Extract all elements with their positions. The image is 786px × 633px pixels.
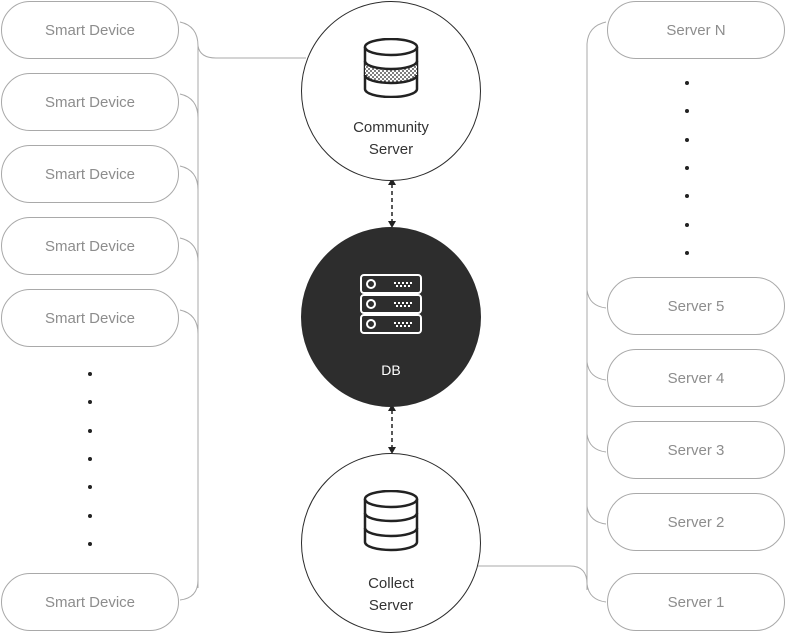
- smart-device-label: Smart Device: [44, 309, 136, 327]
- database-cylinder-icon: [362, 489, 420, 557]
- smart-device-label: Smart Device: [44, 21, 136, 39]
- ellipsis-dot: [88, 457, 92, 461]
- ellipsis-dot: [685, 251, 689, 255]
- server-rack-icon: [360, 274, 422, 341]
- smart-device-node: Smart Device: [1, 573, 179, 631]
- community-server-node: Community Server: [301, 1, 481, 181]
- server-node: Server N: [607, 1, 785, 59]
- left-connector-2: [179, 93, 199, 119]
- server-node: Server 3: [607, 421, 785, 479]
- right-connector-1: [586, 583, 607, 603]
- server-label: Server 1: [667, 593, 725, 611]
- ellipsis-dot: [88, 485, 92, 489]
- right-connector-4: [586, 361, 607, 381]
- smart-device-node: Smart Device: [1, 289, 179, 347]
- smart-device-node: Smart Device: [1, 73, 179, 131]
- community-server-label: Community Server: [353, 119, 429, 158]
- collect-server-label: Collect Server: [368, 575, 414, 614]
- right-connector-3: [586, 433, 607, 453]
- ellipsis-dot: [685, 194, 689, 198]
- ellipsis-dot: [88, 429, 92, 433]
- server-label: Server N: [666, 21, 726, 39]
- server-label: Server 4: [667, 369, 725, 387]
- collect-to-right-line: [478, 565, 588, 585]
- smart-device-label: Smart Device: [44, 165, 136, 183]
- ellipsis-dot: [685, 109, 689, 113]
- right-connector-5: [586, 289, 607, 309]
- server-node: Server 5: [607, 277, 785, 335]
- left-connector-5: [179, 309, 199, 335]
- server-node: Server 4: [607, 349, 785, 407]
- db-label: DB: [381, 362, 401, 378]
- server-label: Server 5: [667, 297, 725, 315]
- left-connector-4: [179, 237, 199, 263]
- smart-device-label: Smart Device: [44, 237, 136, 255]
- ellipsis-dot: [88, 514, 92, 518]
- left-connector-1: [179, 21, 199, 47]
- right-connector-n: [586, 21, 607, 45]
- smart-device-node: Smart Device: [1, 145, 179, 203]
- ellipsis-dot: [88, 372, 92, 376]
- server-label: Server 2: [667, 513, 725, 531]
- database-cylinder-dotted-icon: [362, 37, 420, 103]
- db-node: DB: [301, 227, 481, 407]
- left-to-community-line: [197, 45, 306, 59]
- smart-device-label: Smart Device: [44, 93, 136, 111]
- smart-device-label: Smart Device: [44, 593, 136, 611]
- ellipsis-dot: [685, 223, 689, 227]
- smart-device-node: Smart Device: [1, 217, 179, 275]
- server-node: Server 2: [607, 493, 785, 551]
- smart-device-node: Smart Device: [1, 1, 179, 59]
- left-connector-6: [179, 579, 199, 601]
- db-collect-arrow: [388, 404, 396, 454]
- left-connector-3: [179, 165, 199, 191]
- server-node: Server 1: [607, 573, 785, 631]
- collect-server-node: Collect Server: [301, 453, 481, 633]
- ellipsis-dot: [88, 400, 92, 404]
- community-db-arrow: [388, 178, 396, 228]
- ellipsis-dot: [88, 542, 92, 546]
- server-label: Server 3: [667, 441, 725, 459]
- ellipsis-dot: [685, 138, 689, 142]
- ellipsis-dot: [685, 81, 689, 85]
- ellipsis-dot: [685, 166, 689, 170]
- right-connector-2: [586, 505, 607, 525]
